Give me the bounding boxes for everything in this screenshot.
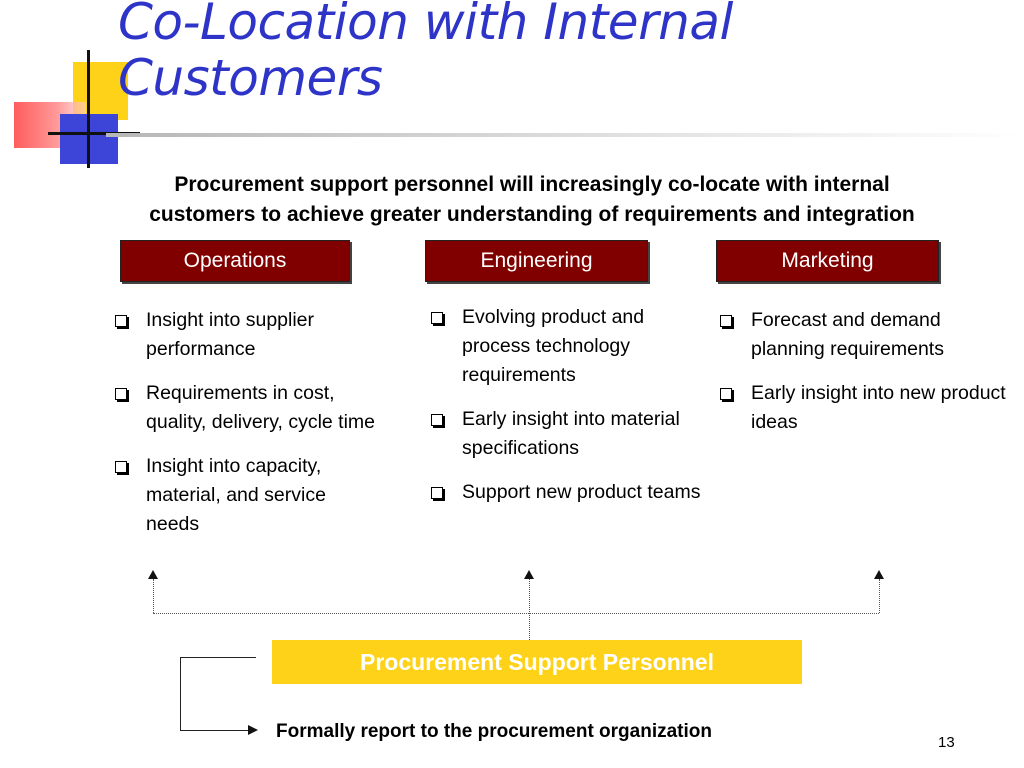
checkbox-bullet-icon <box>115 461 127 473</box>
slide-subtitle-line-1: Procurement support personnel will incre… <box>174 173 890 196</box>
engineering-box: Engineering <box>425 240 648 282</box>
arrow-up-operations-icon <box>148 570 158 579</box>
operations-list: Insight into supplier performance Requir… <box>113 306 383 554</box>
list-item: Early insight into material specificatio… <box>429 405 709 463</box>
checkbox-bullet-icon <box>431 414 443 426</box>
operations-label: Operations <box>183 249 287 272</box>
checkbox-bullet-icon <box>720 315 732 327</box>
report-bracket-vertical <box>180 657 181 730</box>
engineering-list: Evolving product and process technology … <box>429 303 709 522</box>
list-item: Early insight into new product ideas <box>718 379 1008 437</box>
slide-title-line-2: Customers <box>118 49 383 107</box>
checkbox-bullet-icon <box>115 315 127 327</box>
marketing-label: Marketing <box>781 249 874 272</box>
checkbox-bullet-icon <box>431 312 443 324</box>
connector-marketing <box>879 579 880 613</box>
procurement-support-box: Procurement Support Personnel <box>272 640 802 684</box>
arrow-up-marketing-icon <box>874 570 884 579</box>
list-item: Requirements in cost, quality, delivery,… <box>113 379 383 437</box>
list-item: Insight into supplier performance <box>113 306 383 364</box>
marketing-list: Forecast and demand planning requirement… <box>718 306 1008 452</box>
marketing-box: Marketing <box>716 240 939 282</box>
report-bracket-bottom <box>180 730 248 731</box>
slide-subtitle: Procurement support personnel will incre… <box>40 170 1024 230</box>
arrow-up-engineering-icon <box>524 570 534 579</box>
checkbox-bullet-icon <box>115 388 127 400</box>
slide-subtitle-line-2: customers to achieve greater understandi… <box>149 203 915 226</box>
slide-title: Co-Location with Internal Customers <box>118 0 733 106</box>
list-item: Support new product teams <box>429 478 709 507</box>
report-bracket-top <box>180 657 256 658</box>
arrow-right-icon <box>248 725 258 735</box>
checkbox-bullet-icon <box>720 388 732 400</box>
list-item: Insight into capacity, material, and ser… <box>113 452 383 539</box>
connector-engineering <box>529 579 530 640</box>
connector-operations <box>153 579 154 613</box>
engineering-label: Engineering <box>480 249 593 272</box>
logo-vertical-line <box>87 50 90 168</box>
title-divider <box>106 133 1024 137</box>
checkbox-bullet-icon <box>431 487 443 499</box>
report-note: Formally report to the procurement organ… <box>276 721 712 742</box>
procurement-support-label: Procurement Support Personnel <box>359 648 714 675</box>
operations-box: Operations <box>120 240 350 282</box>
page-number: 13 <box>938 734 955 751</box>
slide-title-line-1: Co-Location with Internal <box>118 0 733 51</box>
connector-horizontal <box>153 613 879 614</box>
logo-horizontal-line <box>48 132 140 135</box>
list-item: Evolving product and process technology … <box>429 303 709 390</box>
list-item: Forecast and demand planning requirement… <box>718 306 1008 364</box>
